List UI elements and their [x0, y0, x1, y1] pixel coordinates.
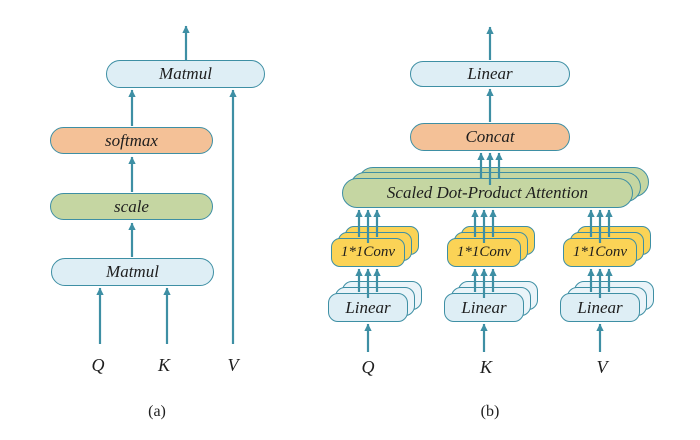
node-attention-b-label: Scaled Dot-Product Attention: [386, 183, 589, 202]
conv-stack-k-label: 1*1Conv: [456, 244, 512, 260]
node-softmax-a-label: softmax: [105, 130, 158, 150]
node-attention-stack-b: Scaled Dot-Product Attention: [342, 167, 652, 208]
conv-stack-v-layer-front: 1*1Conv: [563, 238, 637, 267]
linear-stack-v: Linear: [560, 281, 656, 322]
node-matmul-bottom-a: Matmul: [51, 258, 214, 286]
caption-a: (a): [148, 403, 166, 420]
linear-stack-k-label: Linear: [461, 297, 507, 317]
conv-stack-k: 1*1Conv: [447, 226, 537, 267]
node-scale-a: scale: [50, 193, 213, 220]
conv-stack-q: 1*1Conv: [331, 226, 421, 267]
node-concat-b-label: Concat: [465, 127, 515, 146]
conv-stack-v-label: 1*1Conv: [572, 244, 628, 260]
node-linear-top-b-label: Linear: [467, 64, 513, 83]
linear-stack-q: Linear: [328, 281, 424, 322]
input-label-k-b: K: [479, 357, 493, 377]
linear-stack-v-layer-front: Linear: [560, 293, 640, 322]
input-label-q-a: Q: [91, 355, 105, 375]
linear-stack-v-label: Linear: [577, 297, 623, 317]
conv-stack-q-label: 1*1Conv: [340, 244, 396, 260]
node-matmul-bottom-a-label: Matmul: [106, 262, 159, 281]
attention-stack-layer-front: Scaled Dot-Product Attention: [342, 178, 633, 208]
input-label-k-a: K: [157, 355, 171, 375]
conv-stack-k-layer-front: 1*1Conv: [447, 238, 521, 267]
input-label-q-b: Q: [361, 357, 375, 377]
caption-b: (b): [480, 403, 500, 420]
node-matmul-top-a-label: Matmul: [159, 64, 212, 83]
linear-stack-k-layer-front: Linear: [444, 293, 524, 322]
node-concat-b: Concat: [410, 123, 570, 151]
node-linear-top-b: Linear: [410, 61, 570, 87]
input-label-v-a: V: [227, 355, 239, 375]
linear-stack-q-layer-front: Linear: [328, 293, 408, 322]
node-softmax-a: softmax: [50, 127, 213, 154]
conv-stack-v: 1*1Conv: [563, 226, 653, 267]
conv-stack-q-layer-front: 1*1Conv: [331, 238, 405, 267]
linear-stack-q-label: Linear: [345, 297, 391, 317]
node-matmul-top-a: Matmul: [106, 60, 265, 88]
input-label-v-b: V: [596, 357, 608, 377]
node-scale-a-label: scale: [114, 196, 149, 216]
linear-stack-k: Linear: [444, 281, 540, 322]
